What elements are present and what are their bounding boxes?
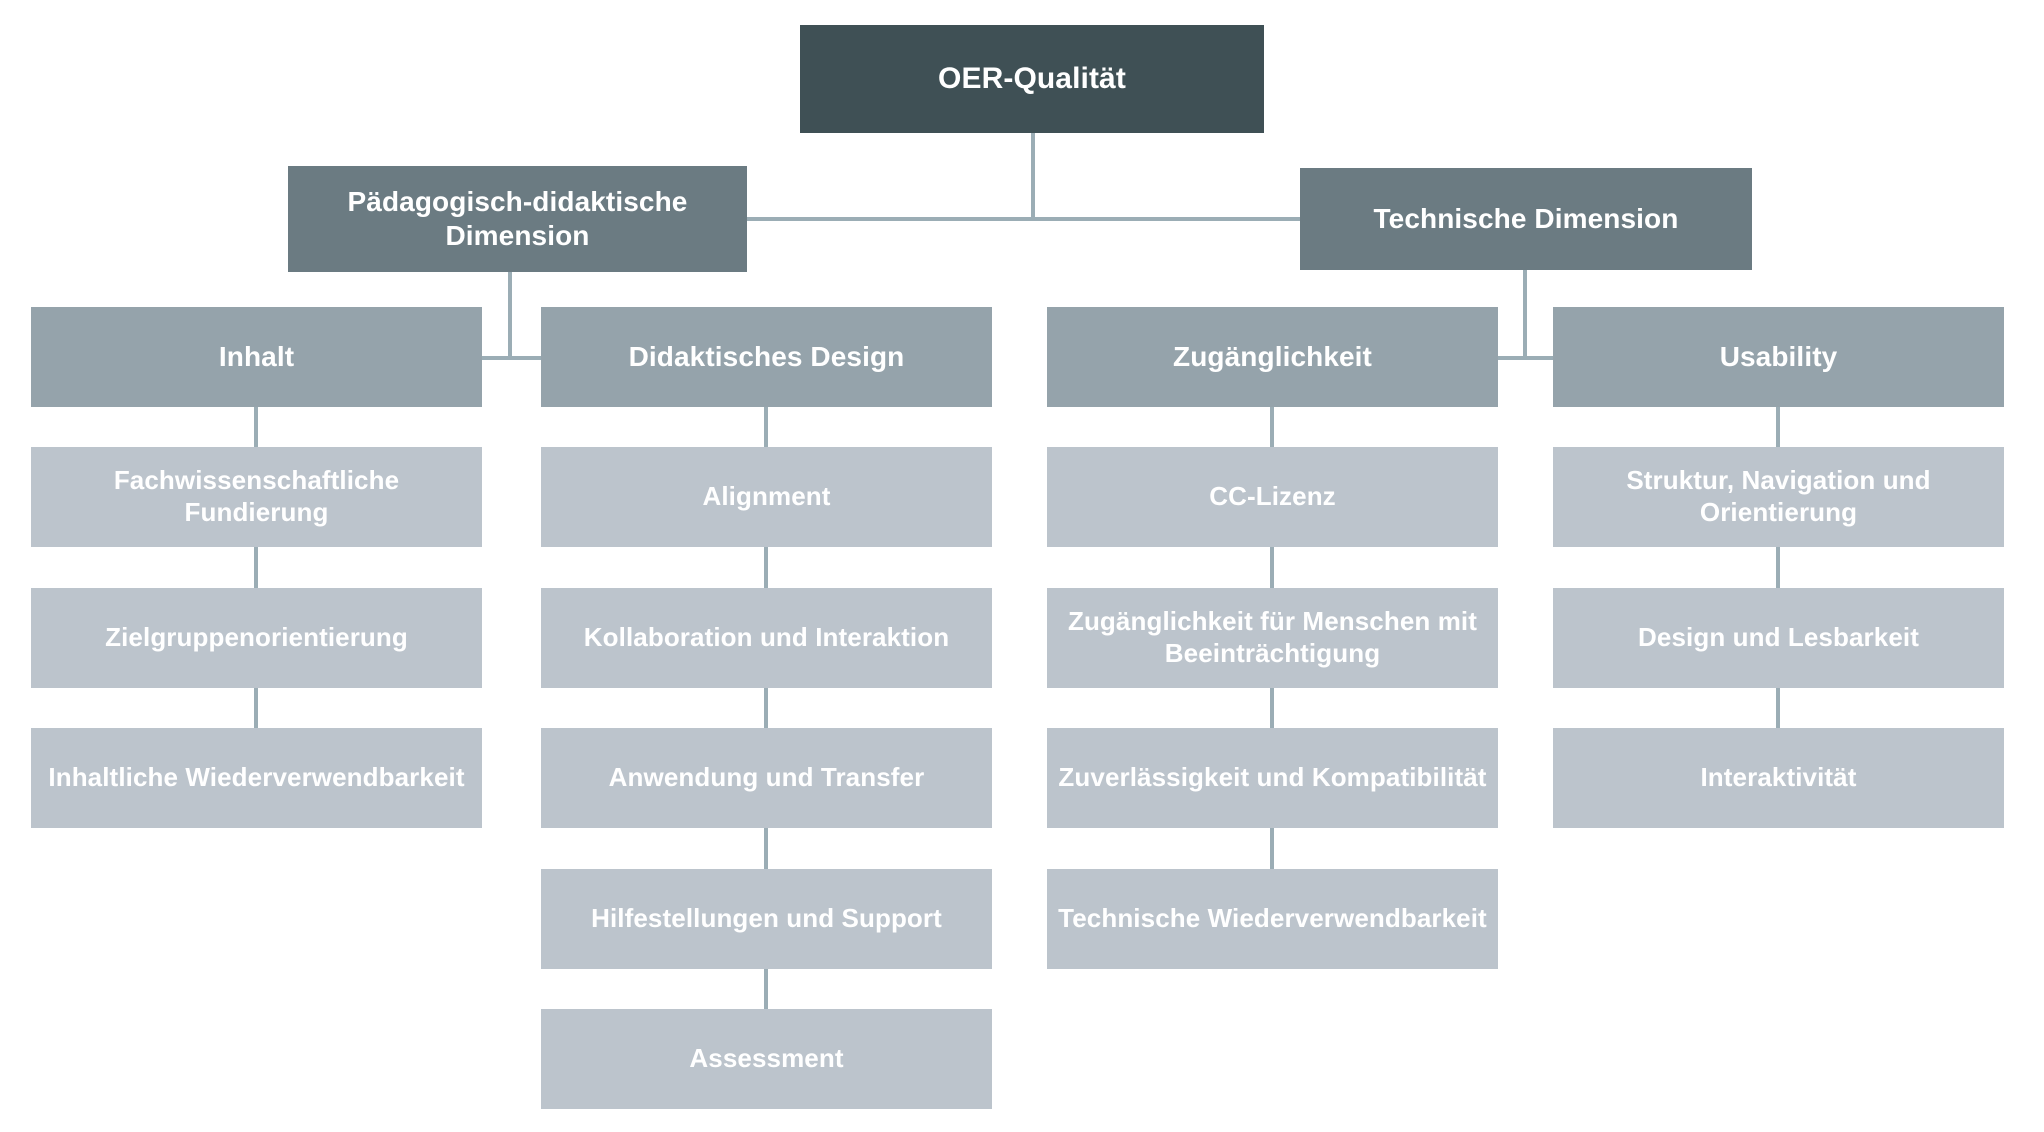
node-leaf-alignment[interactable]: Alignment [541, 447, 992, 547]
node-category-didaktisches-design[interactable]: Didaktisches Design [541, 307, 992, 407]
node-leaf-design-und-lesbarkeit[interactable]: Design und Lesbarkeit [1553, 588, 2004, 688]
node-leaf-technische-wiederverwendbarkeit[interactable]: Technische Wiederverwendbarkeit [1047, 869, 1498, 969]
node-leaf-zugaenglichkeit-fuer-menschen-mit-beeintraechtigung[interactable]: Zugänglichkeit für Menschen mit Beeinträ… [1047, 588, 1498, 688]
node-leaf-anwendung-und-transfer[interactable]: Anwendung und Transfer [541, 728, 992, 828]
connector-column-zugaenglichkeit [1270, 407, 1274, 969]
connector-technical-categories-bar [1498, 356, 1558, 360]
connector-pedagogical-categories-bar [482, 356, 542, 360]
node-category-inhalt[interactable]: Inhalt [31, 307, 482, 407]
node-category-zugaenglichkeit[interactable]: Zugänglichkeit [1047, 307, 1498, 407]
node-leaf-cc-lizenz[interactable]: CC-Lizenz [1047, 447, 1498, 547]
connector-technical-stem [1523, 270, 1527, 360]
connector-dimensions-bar [747, 217, 1300, 221]
node-leaf-fachwissenschaftliche-fundierung[interactable]: Fachwissenschaftliche Fundierung [31, 447, 482, 547]
connector-root-stem [1031, 133, 1035, 221]
node-root-oer-qualitaet[interactable]: OER-Qualität [800, 25, 1264, 133]
node-category-usability[interactable]: Usability [1553, 307, 2004, 407]
node-leaf-struktur-navigation-und-orientierung[interactable]: Struktur, Navigation und Orientierung [1553, 447, 2004, 547]
node-leaf-interaktivitaet[interactable]: Interaktivität [1553, 728, 2004, 828]
node-leaf-inhaltliche-wiederverwendbarkeit[interactable]: Inhaltliche Wiederverwendbarkeit [31, 728, 482, 828]
node-leaf-hilfestellungen-und-support[interactable]: Hilfestellungen und Support [541, 869, 992, 969]
node-leaf-kollaboration-und-interaktion[interactable]: Kollaboration und Interaktion [541, 588, 992, 688]
node-leaf-assessment[interactable]: Assessment [541, 1009, 992, 1109]
node-leaf-zielgruppenorientierung[interactable]: Zielgruppenorientierung [31, 588, 482, 688]
connector-pedagogical-stem [508, 272, 512, 360]
node-dimension-technische[interactable]: Technische Dimension [1300, 168, 1752, 270]
node-leaf-zuverlaessigkeit-und-kompatibilitaet[interactable]: Zuverlässigkeit und Kompatibilität [1047, 728, 1498, 828]
node-dimension-paedagogisch-didaktische[interactable]: Pädagogisch-didaktische Dimension [288, 166, 747, 272]
